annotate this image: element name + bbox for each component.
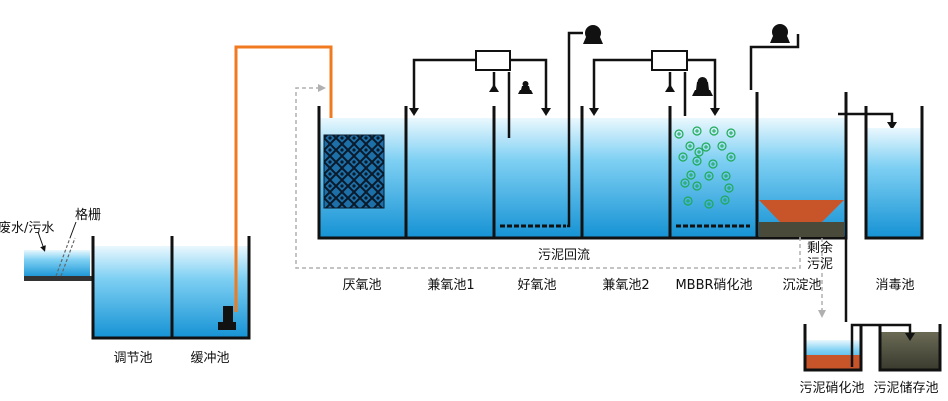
sludge-return-arrow — [318, 84, 326, 92]
recirc-arrow-5 — [710, 108, 720, 116]
wastewater-pointer — [37, 231, 46, 252]
anaerobic-tank-label: 厌氧池 — [342, 278, 381, 293]
anoxic-tank-1-label: 兼氧池1 — [427, 278, 474, 293]
recirc-arrow-6 — [665, 84, 675, 92]
disinfection-tank-label: 消毒池 — [875, 278, 914, 293]
mbbr-media-plus — [677, 129, 733, 206]
regulating-tank-label: 调节池 — [113, 351, 152, 366]
blower-icon-2 — [692, 77, 713, 96]
recirc-arrow-4 — [589, 108, 599, 116]
main-tank-walls — [317, 92, 848, 240]
sludge-storage-tank-label: 污泥储存池 — [873, 381, 938, 396]
sludge-transfer-pipe — [844, 238, 912, 367]
inlet-channel — [24, 250, 92, 281]
air-pipe — [567, 31, 583, 228]
mbbr-media — [674, 126, 736, 209]
grille — [55, 221, 77, 277]
submersible-pump — [218, 306, 236, 330]
flow-controller-2 — [651, 50, 688, 71]
excess-sludge-label-1: 剩余 — [807, 240, 833, 256]
filter-media-block — [323, 134, 385, 209]
sediment-hopper — [759, 200, 844, 222]
recirc-arrow-2 — [541, 108, 551, 116]
sludge-digestion-tank-label: 污泥硝化池 — [799, 381, 864, 396]
grille-label: 格栅 — [75, 207, 101, 223]
mbbr-tank-label: MBBR硝化池 — [675, 278, 752, 293]
flow-controller-1 — [475, 50, 511, 71]
air-pump-icon — [583, 25, 603, 44]
anoxic-tank-2-label: 兼氧池2 — [602, 278, 649, 293]
sludge-return-line — [295, 87, 823, 312]
sludge-return-label: 污泥回流 — [538, 248, 590, 263]
sediment-bottom — [759, 222, 844, 237]
sedimentation-tank-label: 沉淀池 — [782, 278, 821, 293]
aerobic-tank-label: 好氧池 — [517, 278, 556, 293]
effluent-arrow — [887, 122, 897, 130]
recirc-arrow-3 — [489, 84, 499, 92]
disinfection-tank — [864, 106, 924, 240]
recirc-loop-2 — [592, 58, 717, 116]
sludge-pump-icon — [770, 24, 790, 43]
recirc-arrow-1 — [409, 108, 419, 116]
effluent-pipe — [838, 112, 894, 124]
excess-sludge-arrow — [818, 310, 826, 318]
blower-icon-1 — [518, 81, 533, 94]
buffer-tank-label: 缓冲池 — [190, 351, 229, 366]
wastewater-label: 废水/污水 — [0, 220, 54, 236]
excess-sludge-label-2: 污泥 — [807, 257, 833, 272]
sludge-pump-line — [749, 34, 800, 90]
sludge-transfer-arrow — [905, 333, 915, 341]
